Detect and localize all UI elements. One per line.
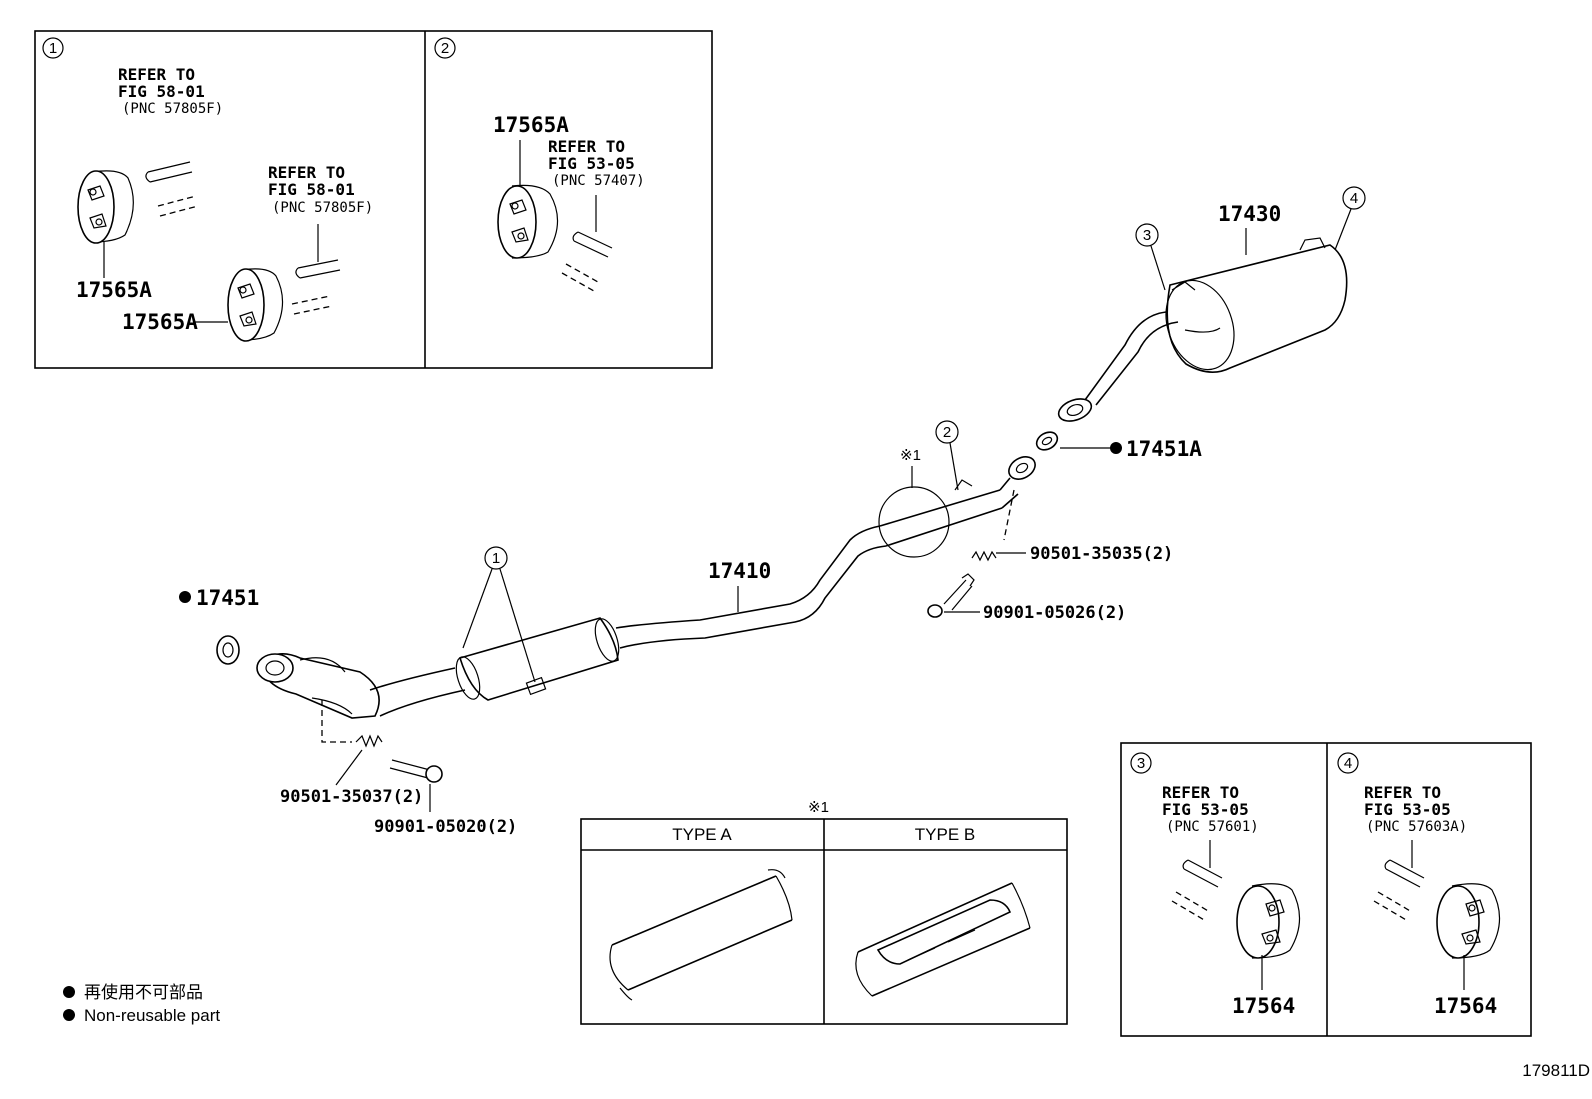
callout-circle xyxy=(1337,752,1359,774)
callout-circle xyxy=(1130,752,1152,774)
bolt-front xyxy=(389,759,443,783)
part-number: 17565A xyxy=(122,310,198,334)
note-mark: ※1 xyxy=(808,799,829,816)
callout-circle xyxy=(484,546,508,570)
part-number-spring-rear: 90501-35035(2) xyxy=(1030,544,1173,564)
type-a-illustration xyxy=(609,869,793,1001)
refer-line-3: (PNC 57603A) xyxy=(1366,819,1467,835)
spring-rear xyxy=(971,550,997,562)
refer-line-3: (PNC 57601) xyxy=(1166,819,1259,835)
rubber-insulator xyxy=(1236,883,1301,959)
callout-number: 4 xyxy=(1350,190,1358,207)
callout-number: 1 xyxy=(492,550,500,567)
inset-4: 4 REFER TO FIG 53-05 (PNC 57603A) 17564 xyxy=(1337,752,1501,1018)
legend: 再使用不可部品 Non-reusable part xyxy=(63,982,220,1025)
part-number-pipe: 17410 xyxy=(708,559,771,583)
inset-1: 1 REFER TO FIG 58-01 (PNC 57805F) 17565A… xyxy=(42,37,373,342)
refer-line-3: (PNC 57805F) xyxy=(272,200,373,216)
refer-line-1: REFER TO xyxy=(1162,783,1239,802)
rubber-insulator xyxy=(77,170,134,244)
part-number-gasket-front: 17451 xyxy=(196,586,259,610)
type-b-header: TYPE B xyxy=(915,825,975,844)
non-reusable-dot xyxy=(179,591,191,603)
refer-line-2: FIG 53-05 xyxy=(1364,800,1451,819)
rubber-insulator xyxy=(227,268,284,342)
type-a-header: TYPE A xyxy=(672,825,732,844)
non-reusable-dot xyxy=(1110,442,1122,454)
inset-3: 3 REFER TO FIG 53-05 (PNC 57601) 17564 xyxy=(1130,752,1301,1018)
rubber-insulator xyxy=(1436,883,1501,959)
type-detail-circle xyxy=(878,486,950,558)
figure-id: 179811D xyxy=(1522,1061,1590,1080)
part-number-spring-front: 90501-35037(2) xyxy=(280,787,423,807)
hanger-rod xyxy=(1373,859,1425,922)
inset-box-3-4 xyxy=(1120,742,1532,1037)
hanger-rod xyxy=(1171,859,1223,922)
callout-number: 1 xyxy=(49,40,57,57)
spring-front xyxy=(355,734,383,748)
part-number-bolt-rear: 90901-05026(2) xyxy=(983,603,1126,623)
callout-number: 3 xyxy=(1143,227,1151,244)
inset-2: 2 17565A REFER TO FIG 53-05 (PNC 57407) xyxy=(434,37,645,292)
legend-en: Non-reusable part xyxy=(84,1006,220,1025)
refer-line-2: FIG 58-01 xyxy=(118,82,205,101)
refer-line-2: FIG 58-01 xyxy=(268,180,355,199)
part-number-bolt-front: 90901-05020(2) xyxy=(374,817,517,837)
callout-circle xyxy=(935,420,959,444)
types-table: ※1 TYPE A TYPE B xyxy=(580,799,1068,1025)
inset-box-1-2 xyxy=(34,30,713,369)
refer-line-3: (PNC 57805F) xyxy=(122,101,223,117)
refer-line-1: REFER TO xyxy=(268,163,345,182)
type-b-illustration xyxy=(855,882,1031,997)
callout-number: 3 xyxy=(1137,755,1145,772)
callout-circle xyxy=(1135,223,1159,247)
refer-line-1: REFER TO xyxy=(548,137,625,156)
gasket-rear xyxy=(1035,431,1059,451)
main-assembly: 17430 3 4 17451A xyxy=(179,186,1366,837)
part-number: 17565A xyxy=(493,113,569,137)
rubber-insulator xyxy=(497,184,559,259)
callout-circle xyxy=(1342,186,1366,210)
hanger-rod xyxy=(291,259,341,315)
hanger-rod xyxy=(561,231,613,292)
exhaust-pipe xyxy=(256,456,1036,719)
note-mark: ※1 xyxy=(900,447,921,464)
tail-pipe xyxy=(1057,311,1179,422)
hanger-rod xyxy=(145,161,199,217)
part-number: 17565A xyxy=(76,278,152,302)
callout-number: 4 xyxy=(1344,755,1352,772)
bolt-rear xyxy=(927,573,975,618)
refer-line-3: (PNC 57407) xyxy=(552,173,645,189)
non-reusable-dot xyxy=(63,986,75,998)
callout-number: 2 xyxy=(943,424,951,441)
part-number-muffler: 17430 xyxy=(1218,202,1281,226)
refer-line-2: FIG 53-05 xyxy=(1162,800,1249,819)
part-number: 17564 xyxy=(1232,994,1295,1018)
muffler xyxy=(1165,237,1348,373)
part-number: 17564 xyxy=(1434,994,1497,1018)
callout-circle xyxy=(42,37,64,59)
non-reusable-dot xyxy=(63,1009,75,1021)
refer-line-1: REFER TO xyxy=(1364,783,1441,802)
callout-number: 2 xyxy=(441,40,449,57)
refer-line-1: REFER TO xyxy=(118,65,195,84)
refer-line-2: FIG 53-05 xyxy=(548,154,635,173)
callout-circle xyxy=(434,37,456,59)
part-number-gasket-rear: 17451A xyxy=(1126,437,1202,461)
legend-jp: 再使用不可部品 xyxy=(84,982,203,1002)
gasket-front xyxy=(216,635,240,665)
